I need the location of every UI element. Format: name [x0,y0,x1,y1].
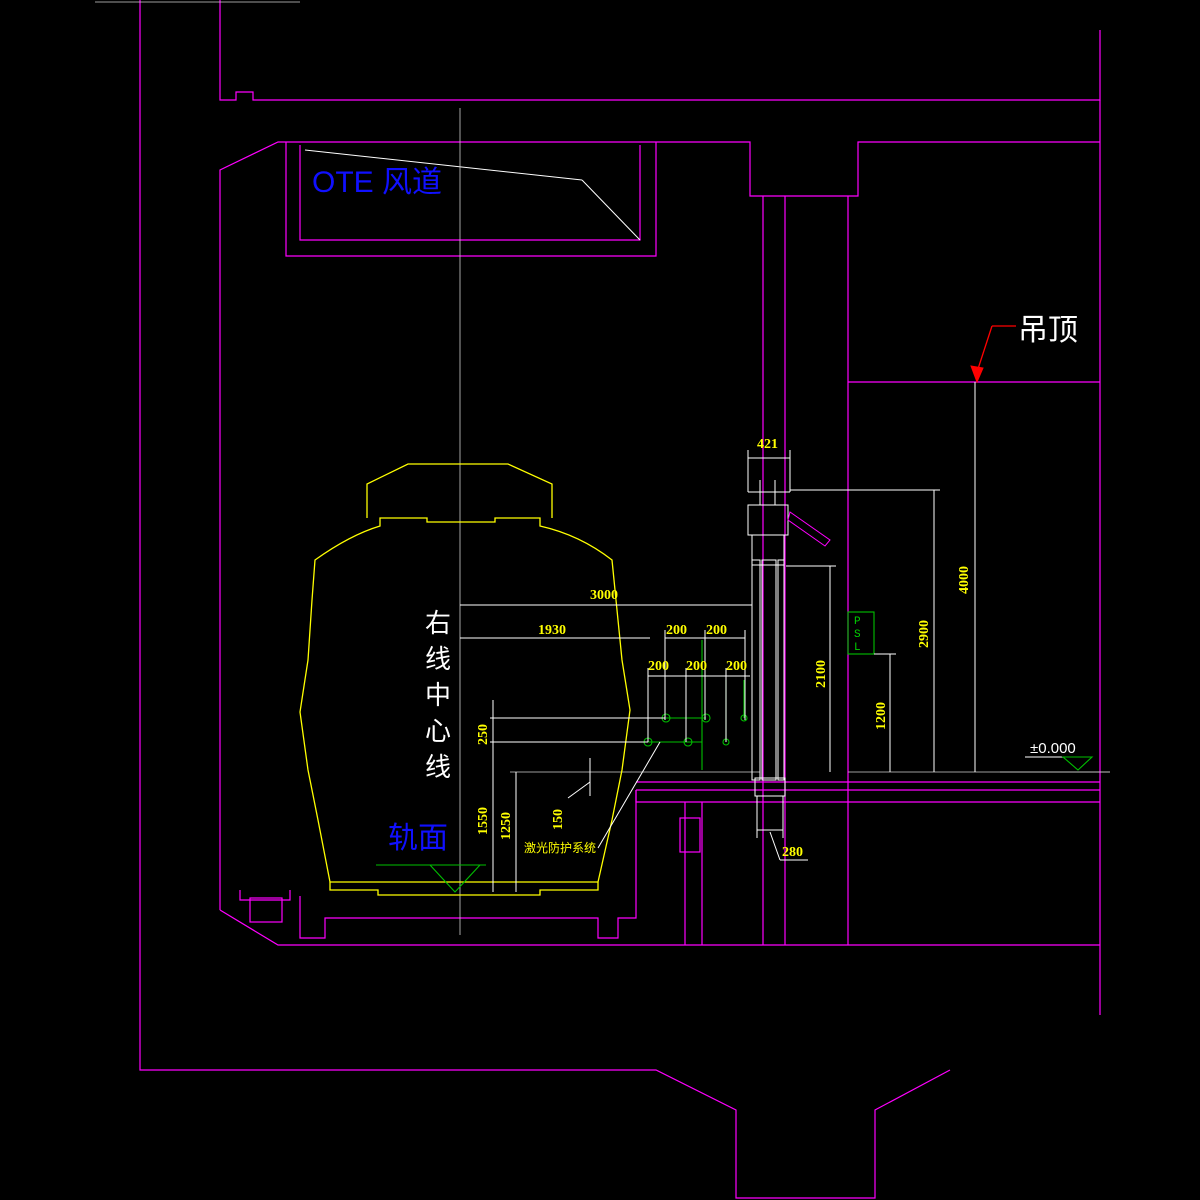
centerline-char: 线 [425,753,451,783]
dim-200-c: 200 [648,659,669,674]
dim-1200: 1200 [874,702,889,730]
dim-1550: 1550 [476,807,491,835]
ceiling-arrow [970,325,1016,384]
centerline-char: 心 [425,717,451,747]
dim-1930: 1930 [538,623,566,638]
dim-3000: 3000 [590,588,618,603]
dim-150: 150 [551,809,566,830]
psl-l: L [854,642,861,654]
dim-4000: 4000 [957,566,972,594]
station-structure [139,0,1101,1199]
psl-s: S [854,629,861,641]
dim-421: 421 [757,437,778,452]
dim-1250: 1250 [499,812,514,840]
centerline-char: 中 [425,681,451,711]
dim-250: 250 [476,724,491,745]
dim-2100: 2100 [814,660,829,688]
centerline-char: 线 [425,645,451,675]
vehicle-gauge-outline [299,463,631,896]
dimension-lines [376,382,1094,893]
ceiling-label: 吊顶 [1018,314,1078,347]
centerline-char: 右 [425,609,451,639]
laser-protection-label: 激光防护系统 [524,840,596,855]
platform-door-equipment [643,480,875,797]
rail-top-label: 轨面 [388,822,448,855]
dim-200-e: 200 [726,659,747,674]
dim-200-d: 200 [686,659,707,674]
dim-2900: 2900 [917,620,932,648]
dim-280: 280 [782,845,803,860]
psl-panel [847,611,875,655]
psl-p: P [854,616,861,628]
dim-200-a: 200 [666,623,687,638]
datum-label: ±0.000 [1030,740,1076,757]
duct-label: OTE 风道 [312,166,442,199]
centerline-label: 右 线 中 心 线 [425,609,451,783]
dim-200-b: 200 [706,623,727,638]
